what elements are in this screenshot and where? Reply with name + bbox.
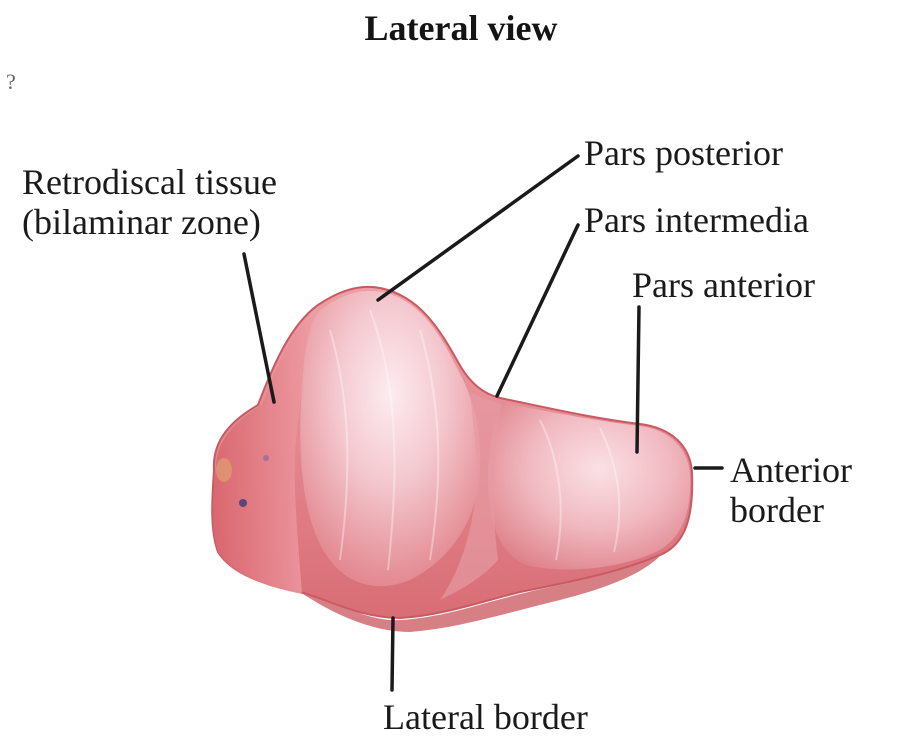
label-anterior-border-line2: border: [730, 490, 852, 530]
label-retrodiscal-line1: Retrodiscal tissue: [22, 162, 277, 202]
leader-pars-posterior: [378, 156, 578, 300]
label-retrodiscal-line2: (bilaminar zone): [22, 202, 277, 242]
label-pars-anterior: Pars anterior: [632, 265, 815, 305]
leader-pars-anterior: [637, 307, 639, 452]
label-anterior-border: Anterior border: [730, 450, 852, 530]
label-lateral-border: Lateral border: [383, 697, 588, 737]
vessel-dot: [263, 455, 269, 461]
leader-pars-intermedia: [497, 225, 578, 396]
label-retrodiscal-tissue: Retrodiscal tissue (bilaminar zone): [22, 162, 277, 242]
label-anterior-border-line1: Anterior: [730, 450, 852, 490]
label-pars-intermedia: Pars intermedia: [584, 200, 809, 240]
leader-retrodiscal: [244, 254, 274, 402]
leader-lateral-border: [392, 618, 393, 690]
vessel-dot: [239, 499, 247, 507]
yellow-patch: [216, 458, 232, 482]
pars-anterior-region: [488, 402, 690, 570]
label-pars-posterior: Pars posterior: [584, 133, 783, 173]
